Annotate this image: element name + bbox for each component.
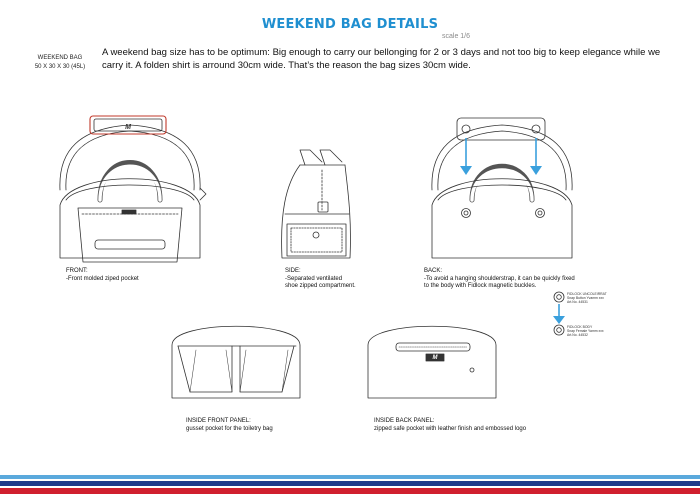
caption-back: BACK: -To avoid a hanging shoulderstrap,…	[424, 268, 575, 289]
back-arrows	[465, 138, 560, 318]
stripe-red	[0, 488, 700, 494]
description-text: A weekend bag size has to be optimum: Bi…	[102, 47, 661, 71]
handle-highlight	[89, 115, 167, 135]
bag-dimensions: 50 X 30 X 30 (45L)	[34, 64, 86, 70]
back-view-drawing	[431, 117, 573, 259]
caption-inside-front: INSIDE FRONT PANEL: gusset pocket for th…	[186, 418, 273, 432]
fidlock-label-top: FIDLOCK UNCOLEIRRAT Snap Button Yvamm xx…	[567, 292, 607, 304]
arrow-heads	[460, 166, 565, 324]
front-view-drawing	[59, 115, 207, 263]
inside-back-logo: M	[433, 355, 439, 361]
bag-spec: WEEKEND BAG 50 X 30 X 30 (45L)	[28, 54, 92, 72]
inside-back-panel-drawing	[367, 325, 497, 399]
fidlock-label-bottom: FIDLOCK BODY Snap Female Yamm xxx Art.No…	[567, 325, 604, 337]
page-title: WEEKEND BAG DETAILS	[261, 17, 439, 32]
stripe-white-2	[0, 486, 700, 488]
bag-name: WEEKEND BAG	[37, 55, 83, 61]
stripe-white	[0, 479, 700, 481]
scale-label: scale 1/6	[442, 33, 471, 40]
fidlock-diagram	[553, 291, 565, 336]
caption-inside-back: INSIDE BACK PANEL: zipped safe pocket wi…	[374, 418, 527, 432]
caption-front: FRONT: -Front molded ziped pocket	[66, 268, 139, 282]
front-handle-logo: M	[125, 124, 131, 131]
inside-front-panel-drawing	[171, 325, 301, 399]
side-view-drawing	[281, 149, 351, 259]
stripe-dark-blue	[0, 481, 700, 486]
caption-side: SIDE: -Separated ventilated shoe zipped …	[285, 268, 356, 289]
stripe-light-blue	[0, 475, 700, 479]
